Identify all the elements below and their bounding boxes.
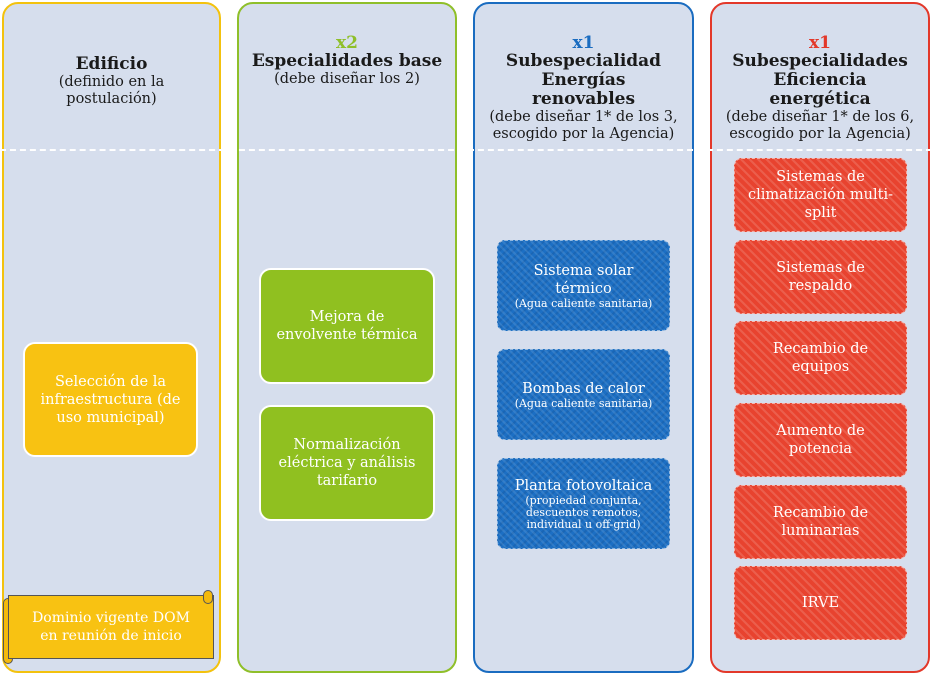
box-label: Recambio de luminarias	[772, 505, 869, 539]
column-energias-renovables: x1 Subespecialidad Energías renovables (…	[473, 2, 694, 673]
box-note: (Agua caliente sanitaria)	[514, 396, 653, 410]
scroll-label: Dominio vigente DOM en reunión de inicio	[32, 610, 190, 644]
column-subtitle: (definido en la postulación)	[58, 74, 165, 107]
column-header: Edificio (definido en la postulación)	[4, 55, 219, 108]
box-note: (Agua caliente sanitaria)	[514, 296, 653, 310]
scroll-dominio-dom: Dominio vigente DOM en reunión de inicio	[8, 595, 214, 659]
box-bombas-calor: Bombas de calor (Agua caliente sanitaria…	[497, 349, 670, 440]
multiplier-label: x1	[809, 33, 831, 53]
box-irve: IRVE	[734, 566, 907, 640]
box-aumento-potencia: Aumento de potencia	[734, 403, 907, 477]
column-subtitle: (debe diseñar 1* de los 6, escogido por …	[725, 109, 915, 142]
box-label: Recambio de equipos	[772, 341, 869, 375]
box-envolvente-termica: Mejora de envolvente térmica	[259, 268, 435, 384]
column-header: x1 Subespecialidades Eficiencia energéti…	[712, 34, 928, 143]
box-recambio-equipos: Recambio de equipos	[734, 321, 907, 395]
box-label: IRVE	[801, 595, 840, 611]
box-recambio-luminarias: Recambio de luminarias	[734, 485, 907, 559]
column-title: Especialidades base	[251, 51, 443, 71]
box-label: Sistema solar térmico	[533, 262, 634, 297]
box-note: (propiedad conjunta, descuentos remotos,…	[525, 493, 642, 531]
column-title: Edificio	[75, 54, 148, 74]
column-header: x2 Especialidades base (debe diseñar los…	[239, 34, 455, 88]
box-climatizacion-multisplit: Sistemas de climatización multi-split	[734, 158, 907, 232]
scroll-curl-right	[203, 590, 213, 604]
header-divider	[0, 149, 932, 151]
column-header: x1 Subespecialidad Energías renovables (…	[475, 34, 692, 143]
box-label: Planta fotovoltaica	[514, 477, 653, 494]
box-normalizacion-electrica: Normalización eléctrica y análisis tarif…	[259, 405, 435, 521]
box-label: Selección de la infraestructura (de uso …	[40, 373, 181, 426]
column-subtitle: (debe diseñar los 2)	[274, 71, 420, 87]
box-sistemas-respaldo: Sistemas de respaldo	[734, 240, 907, 314]
box-solar-termico: Sistema solar térmico (Agua caliente san…	[497, 240, 670, 331]
box-label: Sistemas de climatización multi-split	[747, 169, 894, 221]
column-edificio: Edificio (definido en la postulación)	[2, 2, 221, 673]
multiplier-label: x2	[336, 33, 358, 53]
multiplier-label: x1	[572, 33, 595, 53]
column-title: Subespecialidad Energías renovables	[505, 51, 662, 109]
box-label: Mejora de envolvente térmica	[276, 309, 418, 343]
column-subtitle: (debe diseñar 1* de los 3, escogido por …	[489, 109, 678, 142]
box-planta-fotovoltaica: Planta fotovoltaica (propiedad conjunta,…	[497, 458, 670, 549]
box-label: Bombas de calor	[522, 380, 645, 397]
box-seleccion-infraestructura: Selección de la infraestructura (de uso …	[23, 342, 198, 457]
column-title: Subespecialidades Eficiencia energética	[732, 51, 908, 109]
box-label: Aumento de potencia	[776, 423, 865, 457]
box-label: Normalización eléctrica y análisis tarif…	[278, 437, 416, 489]
box-label: Sistemas de respaldo	[776, 260, 865, 294]
